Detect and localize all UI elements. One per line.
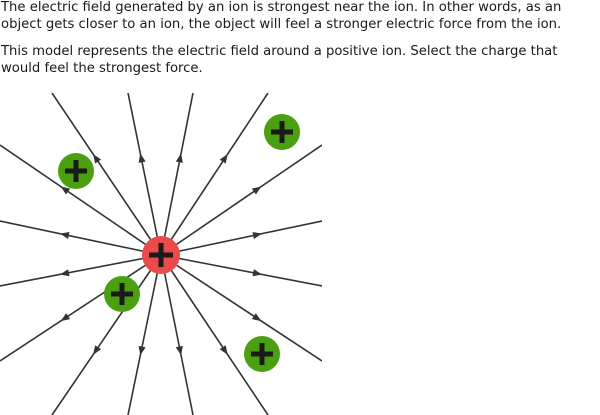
charge-option-d[interactable] xyxy=(244,336,280,372)
field-line xyxy=(160,254,322,287)
arrowhead-icon xyxy=(93,345,102,355)
field-line xyxy=(160,144,322,256)
charge-option-b[interactable] xyxy=(264,114,300,150)
question-paragraph-2: This model represents the electric field… xyxy=(1,44,558,76)
arrowhead-icon xyxy=(219,154,228,164)
arrowhead-icon xyxy=(60,313,71,322)
field-line xyxy=(0,254,162,362)
plus-icon-vertical xyxy=(73,160,79,182)
charge-option-a[interactable] xyxy=(58,153,94,189)
arrowhead-icon xyxy=(251,313,262,322)
arrowhead-icon xyxy=(251,186,262,195)
electric-field-svg xyxy=(0,93,322,415)
arrowhead-icon xyxy=(93,154,102,164)
arrowhead-icon xyxy=(252,269,263,277)
positive-ion xyxy=(142,236,180,274)
arrowhead-icon xyxy=(175,153,183,163)
field-line xyxy=(160,220,322,256)
field-line xyxy=(0,254,162,287)
field-line xyxy=(0,220,162,256)
plus-icon-vertical xyxy=(158,243,164,267)
field-line xyxy=(127,254,162,415)
field-line xyxy=(160,93,194,256)
plus-icon-vertical xyxy=(279,121,285,143)
field-line xyxy=(160,254,322,362)
field-line xyxy=(0,144,162,256)
arrowhead-icon xyxy=(59,269,70,277)
electric-field-diagram xyxy=(0,93,322,415)
arrowhead-icon xyxy=(60,232,70,240)
arrowhead-icon xyxy=(175,345,183,356)
field-line xyxy=(160,93,269,256)
field-arrows xyxy=(59,153,263,356)
arrowhead-icon xyxy=(252,232,262,240)
field-line xyxy=(51,254,162,415)
plus-icon-vertical xyxy=(259,343,265,365)
question-paragraph-1: The electric field generated by an ion i… xyxy=(1,0,562,32)
arrowhead-icon xyxy=(219,345,228,355)
field-line xyxy=(51,93,162,256)
field-line xyxy=(160,254,194,415)
field-line xyxy=(127,93,162,256)
plus-icon-vertical xyxy=(119,283,125,305)
field-lines xyxy=(0,93,322,415)
arrowhead-icon xyxy=(138,345,146,356)
charge-option-c[interactable] xyxy=(104,276,140,312)
field-line xyxy=(160,254,269,415)
arrowhead-icon xyxy=(138,153,146,163)
question-prompt: The electric field generated by an ion i… xyxy=(1,0,599,77)
arrowhead-icon xyxy=(60,186,71,195)
